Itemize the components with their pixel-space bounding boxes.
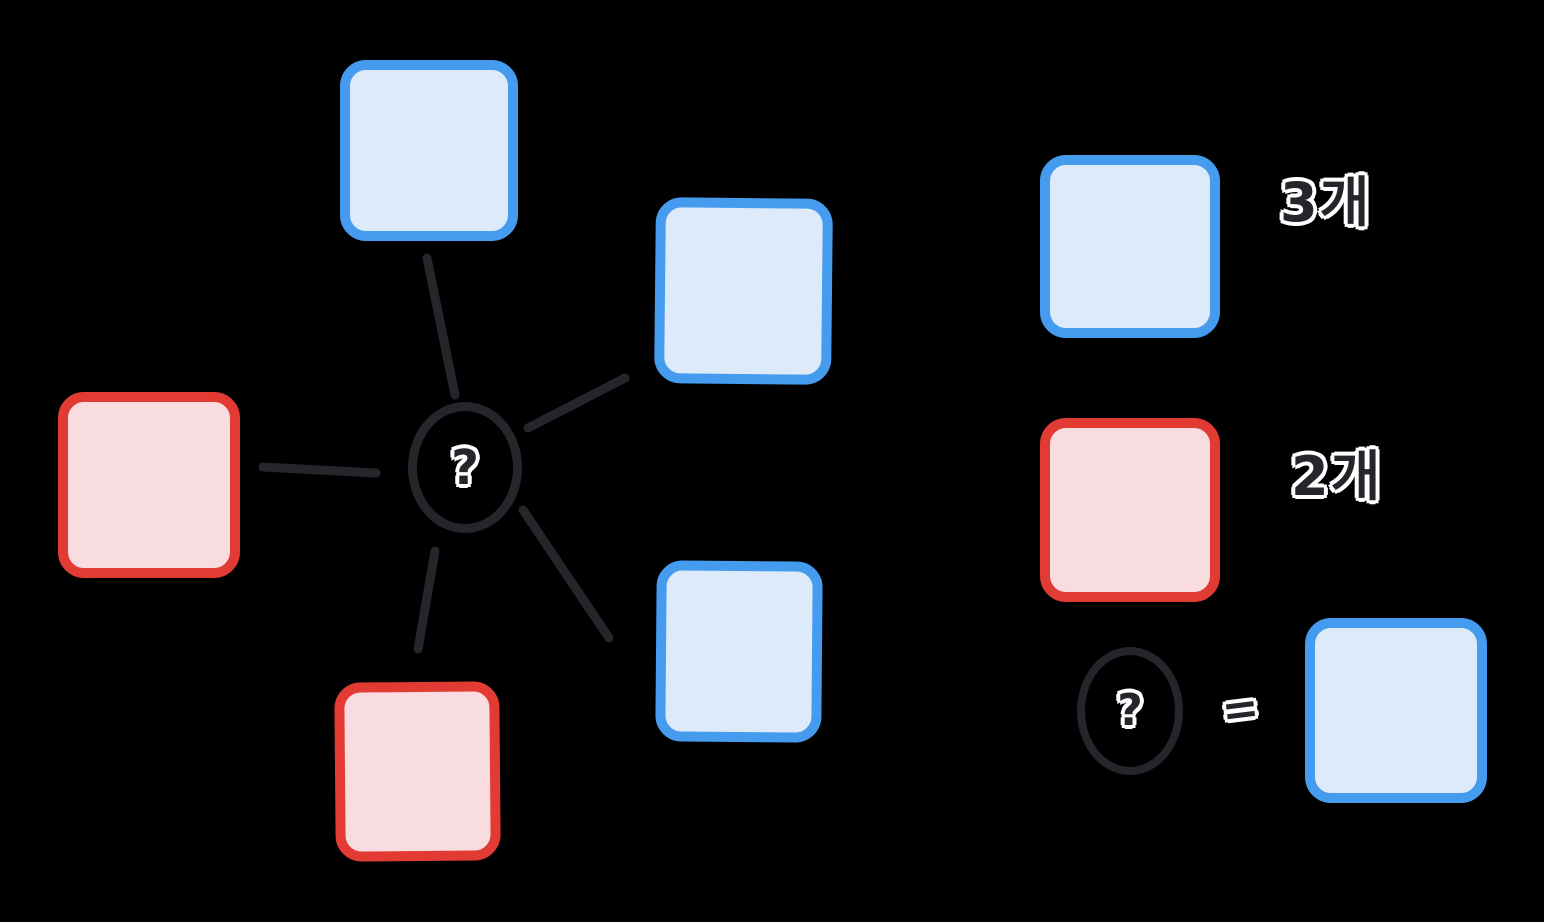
edge-center-to-red-bottom: [413, 546, 440, 654]
cluster-blue-square-top: [340, 60, 518, 241]
legend-red-count-label: 2개: [1291, 445, 1383, 508]
cluster-blue-square-lower-middle: [655, 560, 823, 743]
edge-center-to-blue-top: [422, 253, 460, 400]
cluster-red-square-bottom: [334, 681, 501, 862]
edge-center-to-red-left: [258, 462, 381, 478]
legend-question-ellipse: ?: [1077, 647, 1183, 775]
legend-red-square: [1040, 418, 1220, 602]
cluster-red-square-left: [58, 392, 240, 578]
edge-center-to-blue-lower-middle: [518, 505, 614, 643]
legend-question-mark: ?: [1117, 685, 1143, 736]
center-question-ellipse: ?: [408, 402, 522, 533]
edge-center-to-blue-upper-right: [523, 373, 630, 433]
legend-blue-count-label: 3개: [1280, 171, 1372, 234]
center-question-mark: ?: [451, 439, 479, 496]
equals-sign: =: [1218, 681, 1262, 738]
legend-blue-square: [1040, 155, 1220, 338]
cluster-blue-square-upper-right: [654, 197, 833, 385]
legend-answer-blue-square: [1305, 618, 1487, 803]
